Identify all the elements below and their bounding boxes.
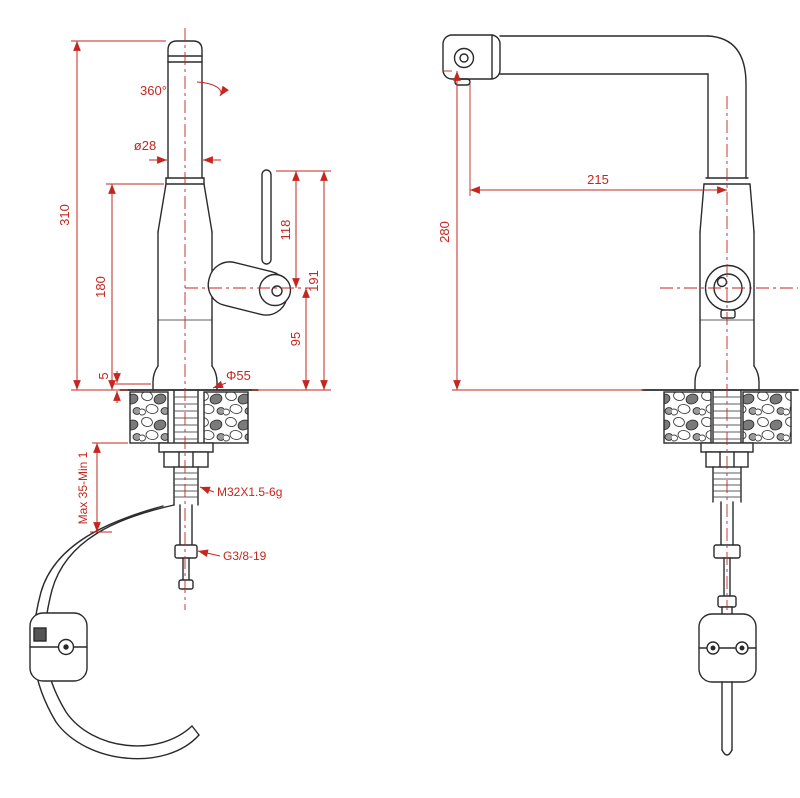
supply-tube-left — [174, 504, 198, 590]
counter-section — [742, 391, 792, 444]
label-lever-top-height: 191 — [306, 270, 321, 292]
hose-weight-left — [29, 612, 88, 682]
centerlines — [184, 28, 798, 610]
spout-arm — [499, 35, 747, 179]
dimension-labels: 360° ø28 310 180 5 118 95 191 Φ55 Max 35… — [57, 83, 609, 563]
handle-housing-cap — [258, 273, 292, 307]
label-spout-diameter: ø28 — [134, 138, 156, 153]
mounting-nut — [163, 451, 209, 468]
hose-connector-nut — [174, 544, 198, 559]
aerator-detail — [453, 47, 475, 69]
label-hose-thread: G3/8-19 — [223, 549, 267, 563]
handle-pivot-front — [704, 264, 752, 319]
label-rotation: 360° — [140, 83, 167, 98]
extension-lines — [71, 40, 644, 533]
leader-base-diameter — [212, 380, 227, 389]
label-lever-length: 118 — [278, 220, 293, 241]
leader-mounting-thread — [199, 486, 215, 494]
hose-weight-right — [698, 613, 757, 683]
label-spout-reach: 215 — [587, 172, 609, 187]
supply-tube-right — [713, 501, 741, 616]
right-view-faucet — [442, 34, 799, 756]
counter-section — [129, 391, 169, 444]
counter-section — [203, 391, 249, 444]
spray-head — [442, 34, 501, 86]
mounting-washer — [158, 442, 214, 453]
label-mounting-range: Max 35-Min 1 — [76, 451, 90, 524]
label-mounting-thread: M32X1.5-6g — [217, 485, 282, 499]
handle-cap-detail — [271, 285, 283, 297]
label-handle-axis-height: 95 — [288, 332, 303, 346]
dimension-lines — [71, 40, 727, 557]
leader-hose-thread — [197, 549, 221, 557]
label-spout-height: 280 — [437, 221, 452, 243]
label-spout-base-height: 180 — [93, 276, 108, 298]
countertop-right — [641, 389, 799, 444]
rotation-arrow — [196, 81, 229, 97]
counter-section — [663, 391, 712, 444]
handle-lever — [261, 169, 272, 265]
left-view-faucet — [29, 40, 292, 760]
label-base-plate-height: 5 — [96, 372, 111, 379]
mounting-shank-left — [158, 389, 214, 506]
faucet-spout-column — [167, 40, 203, 179]
label-overall-height: 310 — [57, 204, 72, 226]
label-base-diameter: Φ55 — [226, 368, 251, 383]
countertop-left — [119, 389, 259, 444]
hose-end — [721, 681, 733, 756]
